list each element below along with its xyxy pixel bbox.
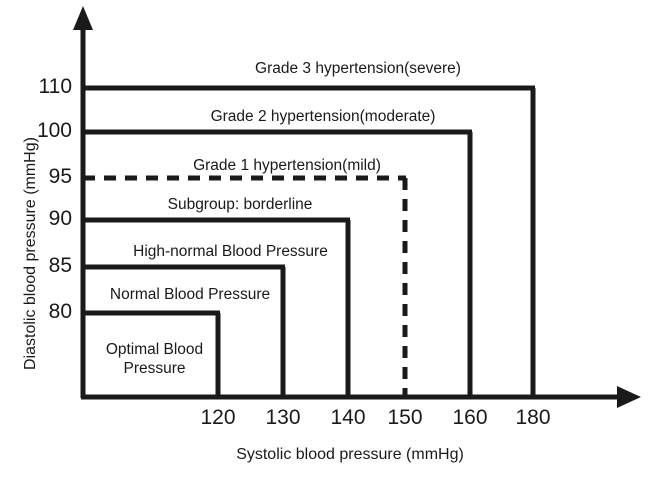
y-tick-85: 85: [48, 254, 72, 277]
y-axis: [73, 6, 93, 398]
grade2-boundary: [83, 129, 473, 397]
region-label-optimal: Optimal Blood Pressure: [92, 340, 217, 379]
x-tick-180: 180: [515, 406, 551, 429]
x-axis-title: Systolic blood pressure (mmHg): [236, 446, 464, 463]
high-normal-boundary: [83, 264, 286, 397]
y-tick-110: 110: [38, 75, 72, 98]
region-label-grade3: Grade 3 hypertension(severe): [255, 60, 461, 77]
region-label-borderline: Subgroup: borderline: [167, 196, 313, 213]
region-label-grade2: Grade 2 hypertension(moderate): [210, 108, 436, 125]
x-tick-120: 120: [200, 406, 236, 429]
x-tick-140: 140: [330, 406, 366, 429]
x-tick-150: 150: [387, 406, 423, 429]
y-tick-80: 80: [48, 300, 72, 323]
region-label-optimal-line2: Pressure: [123, 360, 186, 378]
x-tick-130: 130: [265, 406, 301, 429]
region-label-high-normal: High-normal Blood Pressure: [133, 243, 328, 260]
y-tick-100: 100: [36, 119, 72, 142]
y-tick-95: 95: [48, 165, 72, 188]
normal-boundary: [83, 310, 221, 397]
borderline-boundary: [83, 175, 408, 397]
region-label-optimal-line1: Optimal Blood: [105, 341, 204, 358]
grade1-boundary: [83, 217, 351, 397]
x-tick-160: 160: [452, 406, 488, 429]
x-axis: [81, 386, 641, 408]
region-label-normal: Normal Blood Pressure: [109, 286, 271, 303]
grade3-boundary: [83, 85, 536, 397]
y-tick-90: 90: [48, 207, 72, 230]
region-label-grade1: Grade 1 hypertension(mild): [193, 157, 381, 174]
